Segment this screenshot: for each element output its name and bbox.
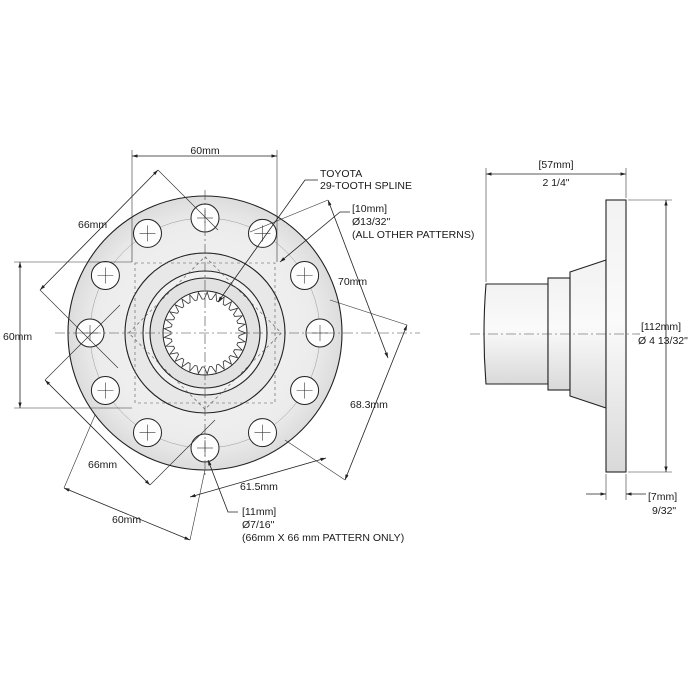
bolt-hole [90, 261, 120, 290]
bolt-hole [248, 218, 277, 248]
label-hole-small-note: (ALL OTHER PATTERNS) [352, 229, 474, 241]
leader-spline [217, 179, 318, 303]
ext-ll-b [149, 419, 216, 486]
front-view: 60mm 60mm 66mm 66mm 60mm 61.5mm 70mm 68. [3, 145, 474, 544]
label-hole-large-in: Ø7/16" [242, 519, 275, 531]
bolt-hole [133, 218, 162, 248]
dim-61-5 [189, 457, 327, 498]
ext-68-b [284, 439, 346, 481]
leader-hole-small [279, 211, 350, 263]
label-side-112-mm: [112mm] [641, 321, 681, 333]
label-bottom-60: 60mm [112, 514, 141, 526]
ext-ll-a [44, 304, 121, 381]
label-68-3: 68.3mm [350, 399, 388, 411]
label-lower-left-66: 66mm [88, 459, 117, 471]
label-side-7-mm: [7mm] [648, 491, 677, 503]
label-side-57-in: 2 1/4" [542, 177, 569, 189]
bolt-hole [290, 376, 320, 405]
dim-lower-left-66 [44, 379, 151, 486]
label-hole-large-mm: [11mm] [242, 506, 276, 518]
ext-70-a [249, 199, 329, 233]
ext-ul-a [39, 289, 119, 369]
label-hole-small-mm: [10mm] [352, 203, 387, 215]
label-hole-large-note: (66mm X 66 mm PATTERN ONLY) [242, 532, 404, 544]
leader-hole-large [207, 459, 238, 513]
label-hole-small-in: Ø13/32" [352, 216, 390, 228]
label-side-7-in: 9/32" [652, 505, 676, 517]
ext-b60-a [63, 414, 96, 489]
dim-bottom-60 [63, 487, 191, 541]
label-70: 70mm [338, 276, 367, 288]
label-upper-left-66: 66mm [78, 219, 107, 231]
dim-upper-left-66 [39, 169, 159, 291]
label-61-5: 61.5mm [240, 481, 278, 493]
bolt-hole [133, 418, 162, 448]
bolt-hole [290, 261, 320, 290]
label-top-60: 60mm [190, 145, 219, 157]
label-side-57-mm: [57mm] [538, 159, 573, 171]
ext-68-a [329, 299, 408, 326]
bolt-hole [90, 376, 120, 405]
bolt-hole [248, 418, 277, 448]
label-left-60: 60mm [3, 331, 32, 343]
ext-b60-b [189, 469, 206, 541]
label-spline-2: 29-TOOTH SPLINE [320, 180, 412, 192]
side-view: [57mm] 2 1/4" [112mm] Ø 4 13/32" [7mm] 9… [470, 159, 688, 517]
ext-ul-b [157, 169, 219, 231]
side-flange [605, 199, 627, 473]
label-spline-1: TOYOTA [320, 168, 362, 180]
dim-68-3 [344, 324, 408, 481]
label-side-112-in: Ø 4 13/32" [638, 335, 688, 347]
side-pilot [483, 283, 549, 385]
